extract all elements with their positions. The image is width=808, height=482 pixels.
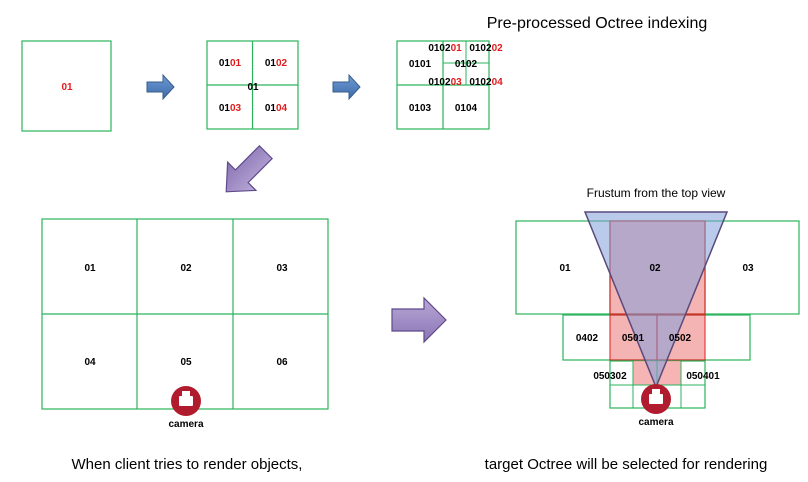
grid-cell-050401: 050401	[686, 371, 720, 382]
octree-step-2: 0101 0102 01 0103 0104	[206, 40, 299, 130]
arrow-right-icon	[146, 73, 175, 101]
grid-cell-01: 01	[559, 263, 571, 274]
grid-cell-05: 05	[180, 357, 192, 368]
frustum-label: Frustum from the top view	[587, 186, 726, 200]
camera-label: camera	[168, 419, 203, 430]
caption-right: target Octree will be selected for rende…	[485, 456, 768, 473]
cell-label-0101: 0101	[219, 58, 242, 69]
frustum-triangle	[583, 211, 729, 389]
grid-cell-04: 04	[84, 357, 96, 368]
camera-icon	[641, 384, 671, 414]
arrow-down-left-icon	[225, 144, 274, 193]
octree-step-1: 01	[21, 40, 112, 132]
grid-cell-02: 02	[649, 263, 661, 274]
left-grid: 01 02 03 04 05 06	[41, 218, 329, 410]
center-label-0102: 0102	[455, 59, 478, 70]
grid-cell-06: 06	[276, 357, 288, 368]
caption-left: When client tries to render objects,	[72, 456, 303, 473]
octree-step-3: 0101 010201 010202 0102 010203 010204 01…	[396, 40, 503, 130]
cell-label-0103: 0103	[219, 103, 242, 114]
cell-label-0101: 0101	[409, 59, 432, 70]
grid-cell-050302: 050302	[593, 371, 627, 382]
grid-cell-03: 03	[276, 263, 288, 274]
camera-label: camera	[638, 417, 673, 428]
cell-label-010202: 010202	[469, 43, 503, 54]
cell-label-010203: 010203	[428, 77, 462, 88]
right-grid: 01 02 03 0402 0501 0502 050302 050401	[515, 211, 800, 409]
cell-label-010201: 010201	[428, 43, 462, 54]
grid-cell-02: 02	[180, 263, 192, 274]
grid-cell-0502: 0502	[669, 333, 692, 344]
arrow-right-icon	[391, 296, 447, 344]
cell-label-0104: 0104	[265, 103, 288, 114]
grid-cell-0402: 0402	[576, 333, 599, 344]
cell-label-0104: 0104	[455, 103, 478, 114]
arrow-right-icon	[332, 73, 361, 101]
cell-label-01: 01	[61, 82, 73, 93]
page-title: Pre-processed Octree indexing	[487, 15, 708, 32]
grid-cell-01: 01	[84, 263, 96, 274]
grid-cell-0501: 0501	[622, 333, 645, 344]
grid-cell-03: 03	[742, 263, 754, 274]
cell-label-0102: 0102	[265, 58, 288, 69]
cell-label-0103: 0103	[409, 103, 432, 114]
camera-icon	[171, 386, 201, 416]
center-label-01: 01	[247, 82, 259, 93]
cell-label-010204: 010204	[469, 77, 503, 88]
